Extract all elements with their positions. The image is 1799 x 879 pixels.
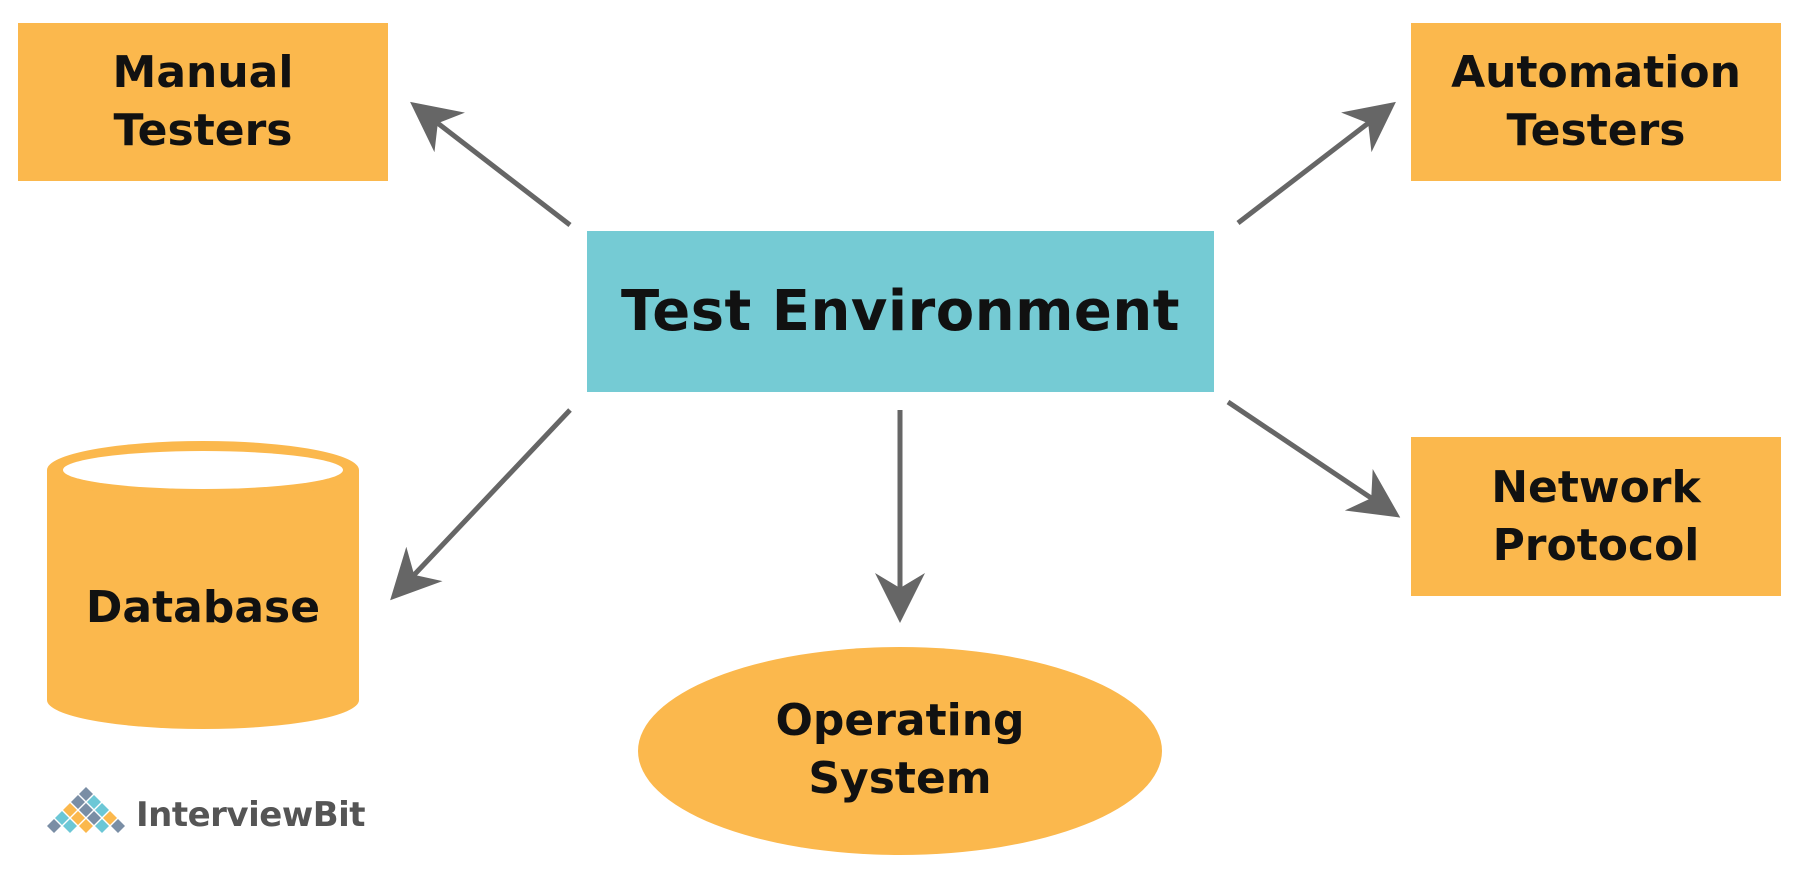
network-protocol-label: Network Protocol (1491, 461, 1701, 571)
database-label: Database (85, 581, 321, 633)
interviewbit-logo: InterviewBit (44, 785, 366, 845)
interviewbit-logo-text: InterviewBit (136, 795, 366, 835)
arrow-to-automation-testers (1236, 101, 1396, 225)
automation-testers-node: Automation Testers (1411, 23, 1781, 181)
operating-system-node: Operating System (650, 680, 1150, 820)
database-node: Database (47, 560, 359, 655)
arrow-to-manual-testers (410, 101, 572, 227)
test-environment-label: Test Environment (620, 279, 1181, 344)
operating-system-ellipse (638, 647, 1162, 855)
manual-testers-label: Manual Testers (112, 47, 294, 156)
operating-system-label: Operating System (775, 695, 1025, 804)
arrow-to-database (390, 408, 572, 601)
automation-testers-label: Automation Testers (1451, 47, 1741, 156)
network-protocol-node: Network Protocol (1411, 437, 1781, 596)
arrow-to-network-protocol (1226, 399, 1401, 518)
interviewbit-logo-icon (47, 787, 125, 833)
database-cylinder (47, 441, 359, 729)
test-environment-node: Test Environment (587, 231, 1214, 392)
manual-testers-node: Manual Testers (18, 23, 388, 181)
